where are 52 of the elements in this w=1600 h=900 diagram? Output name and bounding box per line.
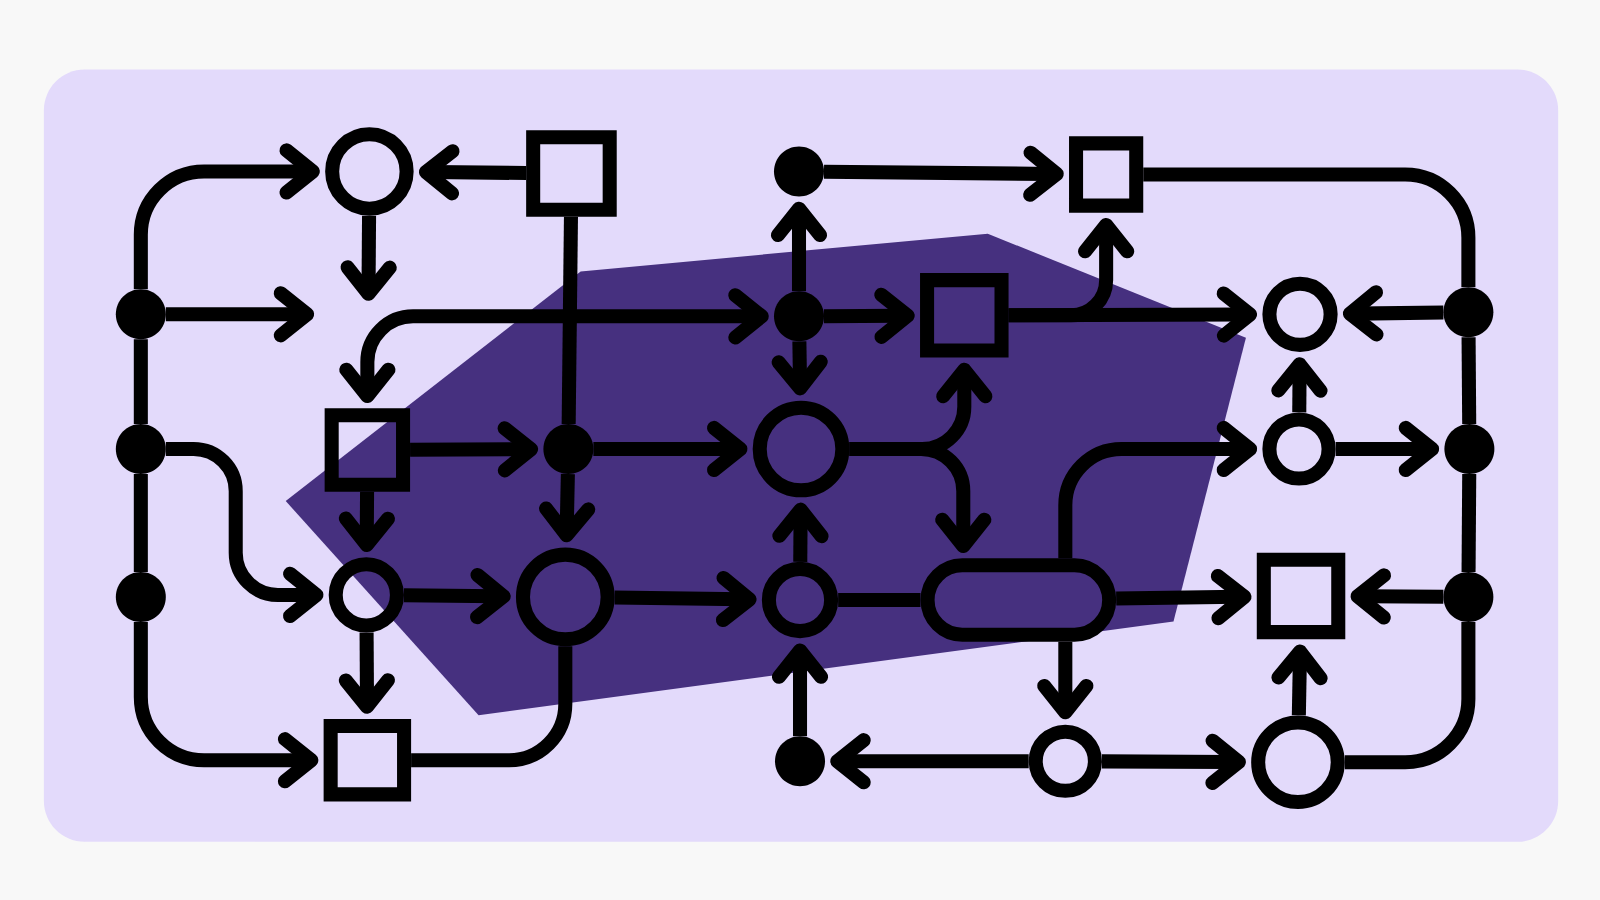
circle-node [1262, 412, 1336, 486]
connector-line [561, 216, 578, 425]
square-node [323, 719, 412, 802]
arrow [593, 420, 748, 478]
square-node [324, 408, 411, 492]
dot [774, 291, 824, 342]
square-node [1069, 136, 1144, 213]
arrow [1058, 420, 1258, 559]
arrow [410, 421, 539, 478]
dot [774, 146, 824, 197]
dot [115, 424, 166, 474]
dot [1443, 571, 1494, 622]
circle-node [328, 557, 404, 633]
connector-line [838, 593, 921, 608]
dot [543, 424, 594, 474]
arrow [1335, 420, 1440, 478]
double-arrow [339, 288, 769, 404]
square-node [920, 273, 1009, 358]
dot [775, 736, 825, 787]
dot [1444, 424, 1495, 474]
circle-node [325, 127, 414, 216]
circle-node [761, 561, 839, 639]
arrow [165, 286, 315, 343]
connector-line [1344, 621, 1476, 770]
circle-node [1262, 276, 1338, 352]
arrow [614, 570, 757, 628]
arrow [849, 441, 992, 554]
circle-node [1028, 724, 1102, 798]
connector-line [133, 474, 148, 572]
arrow [1116, 569, 1252, 626]
arrow [1101, 733, 1246, 790]
arrow [830, 733, 1029, 790]
circle-node [1251, 715, 1345, 810]
square-node [526, 130, 617, 217]
arrow [133, 143, 320, 290]
pill-node [920, 558, 1117, 642]
circle-node [752, 400, 850, 498]
arrow [1342, 285, 1444, 342]
dot [115, 289, 166, 340]
connector-line [1461, 337, 1477, 425]
arrow [418, 144, 527, 201]
connector-line [1143, 167, 1476, 288]
connector-line [1461, 473, 1477, 572]
arrow [823, 145, 1064, 202]
arrow [133, 621, 319, 789]
circle-node [515, 547, 615, 647]
arrow [1008, 286, 1258, 343]
square-node [1256, 552, 1346, 640]
dot [1443, 287, 1494, 338]
connector-line [133, 339, 148, 424]
dot [115, 571, 166, 622]
arrow [403, 567, 511, 625]
